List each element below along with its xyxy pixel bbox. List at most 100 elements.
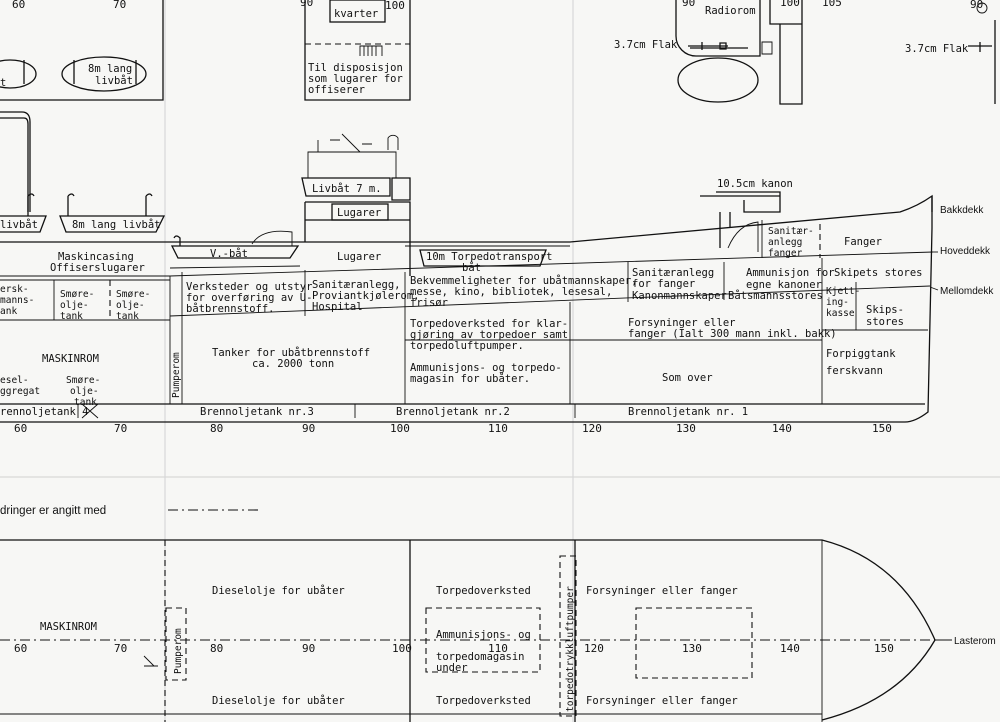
kvarter-box: [304, 0, 411, 101]
room-label: Offiserslugarer: [50, 262, 145, 274]
deck-label: Bakkdekk: [940, 205, 984, 216]
tick-label: 150: [874, 642, 894, 655]
tick-label: 80: [210, 422, 223, 435]
tick-label: 100: [780, 0, 800, 9]
room-label: gjøring av torpedoer samt: [410, 329, 568, 341]
top-strip: 60 70 90 100 90 100 105 90 t 8m lang liv…: [0, 0, 996, 105]
room-label: Bekvemmeligheter for ubåtmannskaper,: [410, 274, 638, 287]
room-label: esel-: [0, 375, 29, 386]
room-label: som lugarer for: [308, 73, 403, 85]
room-label: Smøre-: [116, 289, 150, 300]
tick-label: 70: [113, 0, 126, 11]
tick-label: 90: [970, 0, 983, 11]
room-label: Maskincasing: [58, 251, 134, 263]
room-label: Torpedoverksted: [436, 695, 531, 707]
tank-label: Brennoljetank nr.3: [200, 406, 314, 418]
room-label: torpedotrykkluftpumper: [565, 586, 576, 712]
room-label: båtbrennstoff.: [186, 302, 275, 315]
room-label: Lugarer: [337, 251, 381, 263]
room-label: Tanker for ubåtbrennstoff: [212, 346, 370, 359]
room-label: Forsyninger eller: [628, 317, 735, 329]
tick-label: 90: [302, 422, 315, 435]
room-label: fanger: [768, 248, 803, 259]
hull-outline: [0, 196, 933, 423]
room-label: Forsyninger eller fanger: [586, 695, 738, 707]
room-label: fanger (Ialt 300 mann inkl. bakk): [628, 328, 837, 340]
boat-outline: [301, 177, 391, 197]
room-label: kvarter: [334, 8, 378, 20]
room-label: Kanonmannskaper: [632, 290, 727, 302]
room-label: offiserer: [308, 84, 365, 96]
room-label: Skipets stores: [834, 267, 923, 279]
room-label: Forsyninger eller fanger: [586, 585, 738, 597]
boat-outline: [419, 249, 547, 267]
frame-scale: 60 70 80 90 100 110 120 130 140 150: [14, 422, 892, 435]
room-label: ank: [0, 306, 17, 317]
tick-label: 80: [210, 642, 223, 655]
gun-label: 3.7cm Flak: [905, 43, 969, 55]
room-label: Torpedoverksted: [436, 585, 531, 597]
hatch-box: [635, 607, 753, 679]
tick-label: 110: [488, 642, 508, 655]
tick-label: 70: [114, 422, 127, 435]
room-label: Verksteder og utstyr: [186, 281, 312, 293]
boat-label: livbåt: [95, 74, 133, 87]
tick-label: 60: [14, 422, 27, 435]
room-label: under: [436, 662, 468, 674]
boat-deck-outline: [0, 0, 164, 101]
gun-label: 10.5cm kanon: [717, 178, 793, 190]
room-label: for overføring av U-: [186, 292, 312, 304]
room-label: ferskvann: [826, 365, 883, 377]
room-label: frisør: [410, 297, 448, 309]
tick-label: 130: [676, 422, 696, 435]
magazine-box: [425, 607, 541, 673]
room-label: magasin for ubåter.: [410, 372, 530, 385]
main-deck-line: [169, 251, 934, 277]
profile-view: Bakkdekk Hoveddekk Mellomdekk livbåt 8m …: [0, 111, 994, 435]
room-label: olje-: [70, 386, 99, 397]
deck-label: Mellomdekk: [940, 286, 994, 297]
tick-label: 90: [300, 0, 313, 9]
room-label: MASKINROM: [40, 621, 97, 633]
tick-label: 110: [488, 422, 508, 435]
room-label: Pumperom: [173, 628, 184, 674]
tick-label: 100: [392, 642, 412, 655]
tick-label: 140: [772, 422, 792, 435]
room-label: tank: [60, 311, 83, 322]
room-label: Ammunisjon for: [746, 267, 835, 279]
tick-label: 120: [582, 422, 602, 435]
room-label: Proviantkjølerom,: [312, 290, 419, 302]
legend-text: dringer er angitt med: [0, 505, 106, 517]
tank-label: Brennoljetank nr. 1: [628, 406, 748, 418]
funnel: [0, 111, 31, 212]
room-label: Radiorom: [705, 5, 756, 17]
room-label: Som over: [662, 372, 713, 384]
tick-label: 140: [780, 642, 800, 655]
room-label: olje-: [116, 300, 145, 311]
hold-label: Lasterom: [954, 636, 996, 647]
room-label: ersk-: [0, 284, 29, 295]
room-label: ggregat: [0, 386, 40, 397]
room-label: Smøre-: [66, 375, 100, 386]
boat-outline: [0, 59, 37, 89]
room-label: Båtsmannsstores: [728, 289, 823, 302]
room-label: Dieselolje for ubåter: [212, 694, 345, 707]
room-label: Skips-: [866, 304, 904, 316]
room-label: Ammunisjons- og: [436, 629, 531, 641]
deck-label: Hoveddekk: [940, 246, 991, 257]
tick-label: 105: [822, 0, 842, 9]
tick-label: 100: [390, 422, 410, 435]
boat-label: V.-båt: [210, 247, 248, 260]
room-label: Kjett-: [826, 286, 860, 297]
legend: dringer er angitt med: [0, 505, 262, 517]
room-label: Til disposisjon: [308, 62, 403, 74]
tank-label: Brennoljetank nr.2: [396, 406, 510, 418]
room-label: anlegg: [768, 237, 802, 248]
pump-room-box: [165, 607, 187, 681]
plan-view: Lasterom MASKINROM Pumperom Dieselolje f…: [0, 539, 996, 722]
partial-label: t: [0, 77, 6, 89]
room-label: torpedomagasin: [436, 651, 525, 663]
tick-label: 60: [14, 642, 27, 655]
boat-label: 8m lang: [88, 63, 132, 75]
